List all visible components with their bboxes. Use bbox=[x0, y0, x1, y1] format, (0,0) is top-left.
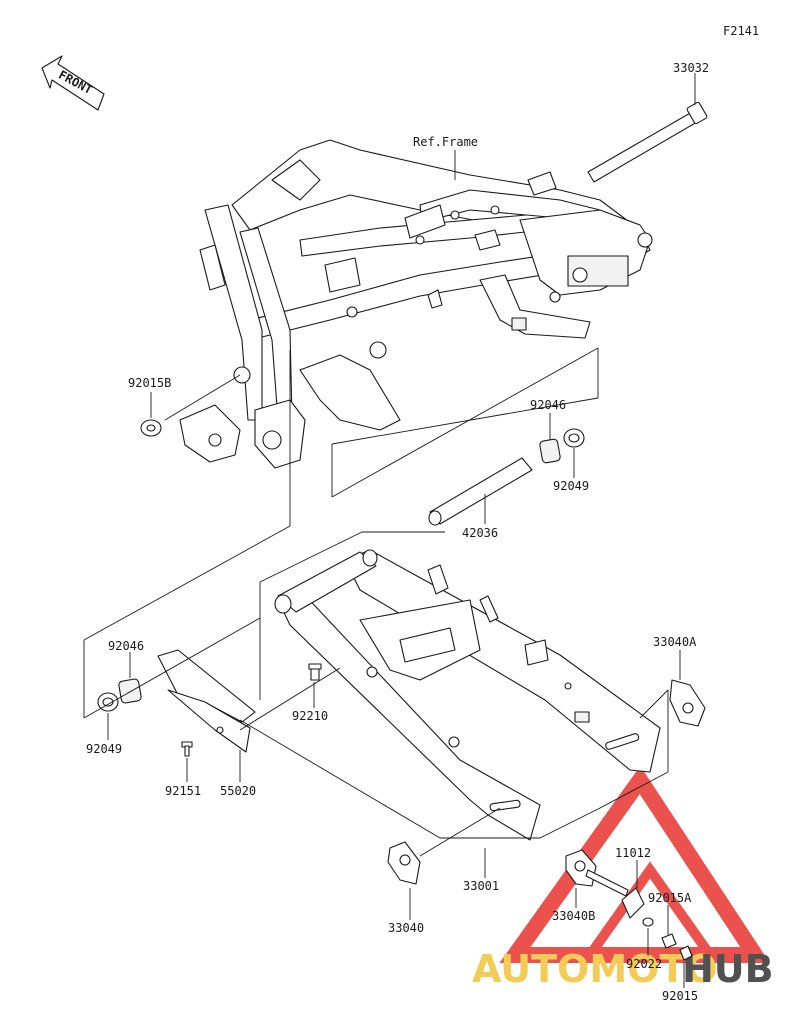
label-11012: 11012 bbox=[615, 846, 651, 860]
watermark-text-automoto: AUTOMOTO bbox=[472, 947, 718, 991]
nut-92015b bbox=[140, 419, 162, 437]
part-labels: F2141 33032 Ref.Frame 92015B 92046 92049… bbox=[86, 24, 759, 1003]
collar-42036 bbox=[428, 457, 533, 526]
label-ref-frame: Ref.Frame bbox=[413, 135, 478, 149]
label-92046-left: 92046 bbox=[108, 639, 144, 653]
main-frame-illustration bbox=[179, 139, 653, 469]
seal-92049-top bbox=[563, 428, 585, 448]
plate-33040 bbox=[387, 841, 421, 885]
label-92015a: 92015A bbox=[648, 891, 692, 905]
label-92015b: 92015B bbox=[128, 376, 171, 390]
label-92046-top: 92046 bbox=[530, 398, 566, 412]
figure-code: F2141 bbox=[723, 24, 759, 38]
leader-lines bbox=[83, 73, 696, 988]
washer-92022 bbox=[642, 917, 654, 927]
adjuster-bolt-11012 bbox=[585, 869, 645, 919]
seal-92049-left bbox=[97, 692, 119, 712]
bearing-92046-top bbox=[539, 438, 561, 464]
nut-92015a bbox=[661, 933, 677, 949]
label-92210: 92210 bbox=[292, 709, 328, 723]
label-33001: 33001 bbox=[463, 879, 499, 893]
label-92151: 92151 bbox=[165, 784, 201, 798]
chain-guide-55020 bbox=[157, 649, 256, 753]
label-33040: 33040 bbox=[388, 921, 424, 935]
nut-92015 bbox=[679, 945, 693, 961]
plate-33040a bbox=[669, 679, 706, 727]
label-33040b: 33040B bbox=[552, 909, 595, 923]
screw-92151 bbox=[181, 741, 193, 757]
automotohub-watermark-logo: AUTOMOTO HUB bbox=[472, 765, 774, 991]
label-33040a: 33040A bbox=[653, 635, 697, 649]
watermark-text-hub: HUB bbox=[682, 947, 774, 991]
pivot-shaft-33032 bbox=[587, 101, 708, 183]
swingarm-33001 bbox=[274, 549, 661, 841]
bolt-92210 bbox=[308, 663, 322, 681]
label-42036: 42036 bbox=[462, 526, 498, 540]
label-92022: 92022 bbox=[626, 957, 662, 971]
label-92049-left: 92049 bbox=[86, 742, 122, 756]
front-arrow-icon: FRONT bbox=[41, 55, 105, 111]
label-92049-top: 92049 bbox=[553, 479, 589, 493]
label-33032: 33032 bbox=[673, 61, 709, 75]
label-92015: 92015 bbox=[662, 989, 698, 1003]
label-55020: 55020 bbox=[220, 784, 256, 798]
bearing-92046-left bbox=[118, 678, 142, 704]
